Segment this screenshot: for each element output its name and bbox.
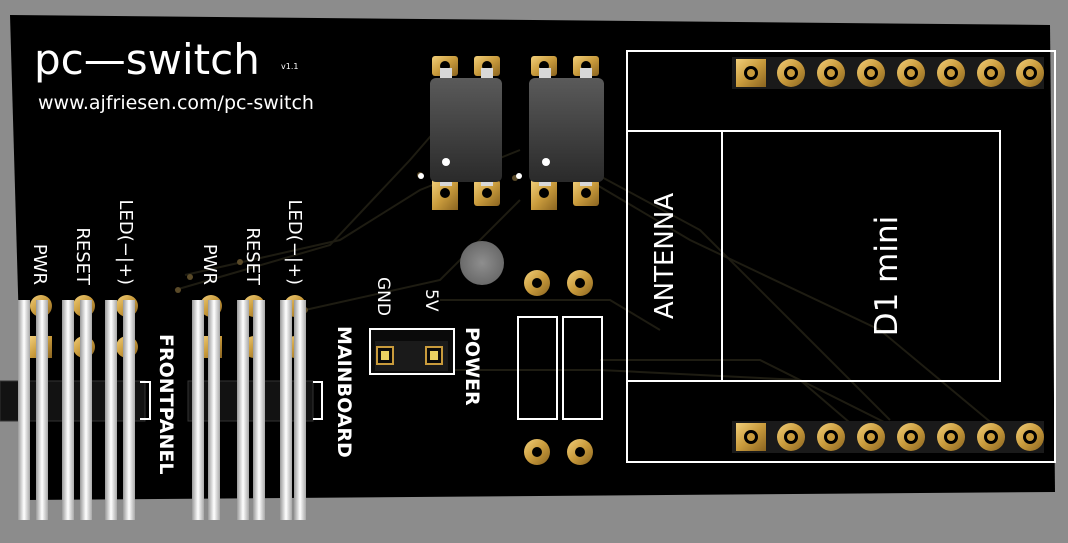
d1-mini-label: D1 mini [869, 216, 905, 337]
mainboard-silk-outline [313, 381, 323, 420]
d1-mini-bottom-header [732, 421, 1044, 453]
power-gnd-label: GND [373, 277, 393, 316]
frontpanel-silk-outline [140, 381, 151, 420]
power-connector: GND 5V POWER [369, 277, 483, 406]
mainboard-header: PWR RESET LED(−|+) MAINBOARD [187, 199, 355, 520]
mainboard-pins [192, 300, 306, 520]
mainboard-pin-pwr-label: PWR [199, 244, 220, 285]
esp-shield-outline [721, 130, 1001, 382]
power-label: POWER [461, 327, 483, 406]
optocoupler-1-pin1-dot [442, 158, 450, 166]
mounting-hole [460, 241, 504, 285]
optocoupler-2-body [529, 78, 604, 182]
frontpanel-pin-pwr-label: PWR [29, 244, 50, 285]
board-url: www.ajfriesen.com/pc-switch [38, 92, 314, 114]
mainboard-pin-reset-label: RESET [242, 227, 263, 286]
resistor-outline [517, 316, 558, 420]
frontpanel-header: PWR RESET LED(−|+) FRONTPANEL [0, 199, 177, 520]
optocoupler-2-pin1-dot [542, 158, 550, 166]
optocoupler-2 [516, 56, 604, 210]
power-5v-label: 5V [421, 289, 441, 312]
optocoupler-1-body [430, 78, 502, 182]
frontpanel-pin-led-label: LED(−|+) [115, 199, 136, 285]
frontpanel-pins [18, 300, 135, 520]
d1-mini-top-header [732, 57, 1044, 89]
frontpanel-label: FRONTPANEL [155, 334, 177, 475]
resistor-outline [562, 316, 603, 420]
optocoupler-1 [418, 56, 502, 210]
board-title: pc—switch [34, 35, 260, 84]
mainboard-pin-led-label: LED(−|+) [284, 199, 305, 285]
d1-mini-module: ANTENNA D1 mini [626, 50, 1056, 463]
mainboard-label: MAINBOARD [333, 326, 355, 458]
resistor-footprints [517, 270, 603, 465]
board-version: v1.1 [281, 62, 298, 71]
antenna-label: ANTENNA [650, 193, 680, 319]
frontpanel-pin-reset-label: RESET [72, 227, 93, 286]
